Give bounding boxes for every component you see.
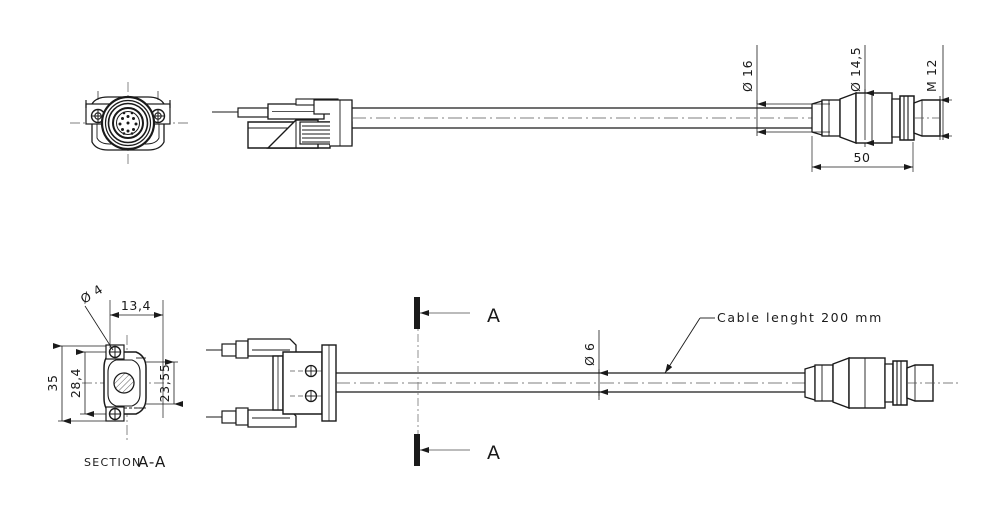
dimension-28-4: 28,4 xyxy=(68,349,106,417)
dimension-13-4-label: 13,4 xyxy=(121,298,151,313)
cable-top-view xyxy=(352,107,812,129)
cable-length-label: Cable lenght 200 mm xyxy=(717,310,883,325)
m12-connector-side-view xyxy=(811,91,941,145)
dimension-m12: M 12 xyxy=(924,45,952,140)
dimension-d6-label: Ø 6 xyxy=(582,342,597,366)
dimension-50-label: 50 xyxy=(853,150,870,165)
section-title: SECTION A-A xyxy=(84,453,166,471)
dimension-d16: Ø 16 xyxy=(740,45,830,136)
section-cut-markers: A A xyxy=(414,297,500,466)
dimension-35: 35 xyxy=(45,343,106,424)
dimension-50: 50 xyxy=(811,136,914,172)
dimension-35-label: 35 xyxy=(45,374,60,391)
pin-pattern xyxy=(118,111,138,135)
connector-plan-view xyxy=(206,338,337,428)
connector-side-section-view xyxy=(212,98,353,149)
section-a-a-view xyxy=(82,335,172,440)
dimension-d14-5-label: Ø 14,5 xyxy=(848,47,863,92)
section-cut-bar-top xyxy=(414,297,420,329)
dimension-23-55: 23,55 xyxy=(146,359,183,407)
dimension-d16-label: Ø 16 xyxy=(740,60,755,92)
cable-plan-view xyxy=(336,372,805,393)
cable-length-note: Cable lenght 200 mm xyxy=(664,310,883,374)
dimension-13-4: 13,4 xyxy=(109,298,164,418)
dimension-m12-label: M 12 xyxy=(924,59,939,92)
dimension-28-4-label: 28,4 xyxy=(68,368,83,398)
dimension-d14-5: Ø 14,5 xyxy=(848,45,874,147)
section-title-prefix: SECTION xyxy=(84,456,142,469)
section-marker-bottom-label: A xyxy=(487,442,500,464)
section-marker-top-label: A xyxy=(487,305,500,327)
section-cut-bar-bottom xyxy=(414,434,420,466)
dimension-d6: Ø 6 xyxy=(582,330,608,400)
m12-connector-plan-view xyxy=(804,356,960,410)
section-title-suffix: A-A xyxy=(138,453,166,471)
dimension-23-55-label: 23,55 xyxy=(157,364,172,403)
connector-face-end-view xyxy=(70,82,188,165)
